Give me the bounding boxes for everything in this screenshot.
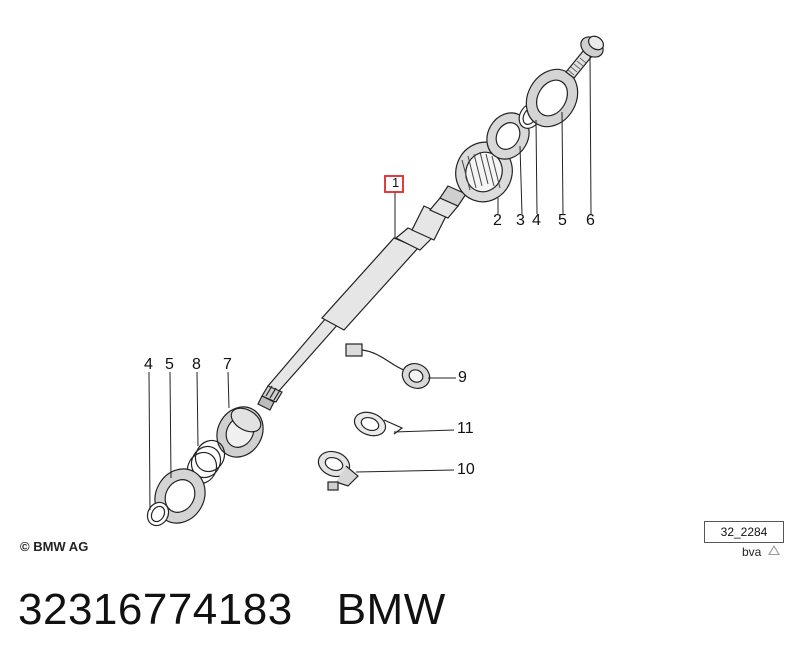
callout-9: 9 (458, 369, 467, 386)
reference-code-box: 32_2284 (704, 521, 784, 543)
callout-5-top: 5 (558, 212, 567, 229)
callout-1: 1 (392, 175, 400, 190)
part-5-ring-top (525, 68, 579, 128)
callout-3: 3 (516, 212, 525, 229)
part-6-bolt (565, 35, 605, 79)
exploded-parts-diagram: 1 2 3 4 5 6 4 5 8 7 9 11 10 (144, 35, 605, 527)
brand-name: BMW (336, 585, 446, 634)
part-10-clamp (317, 450, 359, 491)
reference-code: 32_2284 (720, 525, 768, 539)
part-7-bearing-housing (216, 406, 264, 458)
callout-7: 7 (223, 356, 232, 373)
highlight-box-1 (384, 175, 404, 193)
part-4-washer-bottom (146, 501, 170, 527)
triangle-icon (768, 545, 780, 555)
callout-11: 11 (457, 420, 474, 437)
steering-shaft (257, 185, 467, 411)
callout-10: 10 (457, 461, 475, 478)
callout-6: 6 (586, 212, 595, 229)
part-9-sensor (345, 343, 431, 389)
callout-4-top: 4 (532, 212, 541, 229)
callout-4-bottom: 4 (144, 356, 153, 373)
bva-label: bva (742, 545, 762, 559)
copyright-text: © BMW AG (20, 539, 89, 554)
part-3-ring (486, 112, 530, 160)
part-11-clip (353, 411, 404, 437)
leader-lines (148, 55, 592, 511)
callout-8: 8 (192, 356, 201, 373)
callout-5-bottom: 5 (165, 356, 174, 373)
part-caption: 32316774183 BMW (18, 585, 446, 635)
callout-2: 2 (493, 212, 502, 229)
part-number: 32316774183 (18, 585, 293, 634)
diagram-svg (146, 35, 605, 527)
